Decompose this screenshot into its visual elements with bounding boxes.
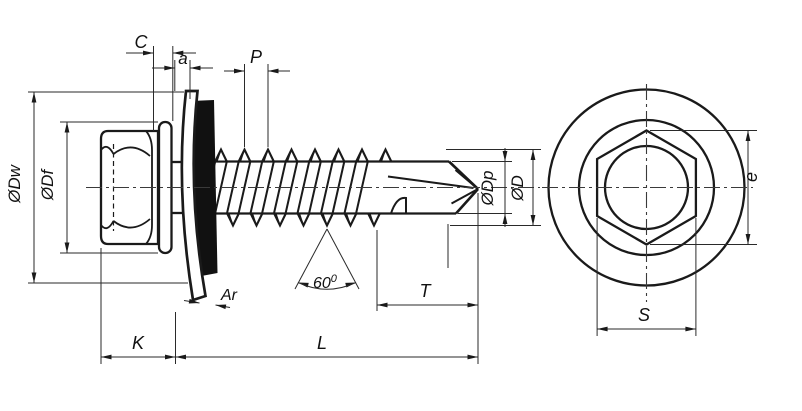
angle-sup: 0 — [331, 273, 338, 285]
hex-head-facet-arc — [112, 218, 151, 229]
dim-label-d: ØD — [508, 175, 527, 202]
dim-label-l: L — [317, 333, 327, 353]
dim-label-e: e — [741, 172, 761, 182]
hex-head-side — [99, 129, 160, 246]
extension-and-dimension-lines — [28, 46, 757, 364]
hex-head-facet-arc — [112, 146, 151, 157]
drill-point — [387, 160, 479, 215]
drill-tip-lower-edge — [455, 188, 479, 215]
dim-label-k: K — [132, 333, 145, 353]
drill-relief-curve — [390, 196, 407, 214]
angle-leg — [294, 228, 328, 290]
side-view — [99, 89, 479, 302]
dim-label-c: C — [135, 32, 149, 52]
drill-tip-lower-lip — [451, 188, 479, 205]
thread-angle-callout — [294, 228, 360, 290]
hex-outline — [595, 129, 698, 246]
dimension-annotations: C a P K L T S Ar ØDw ØDf ØDp ØD e 600 — [5, 32, 761, 364]
angle-value: 60 — [313, 275, 331, 292]
angle-leg — [326, 228, 360, 290]
angle-arc — [297, 282, 357, 290]
hex-head-facet-arc — [100, 220, 115, 230]
dim-label-t: T — [420, 281, 433, 301]
centerlines — [86, 84, 753, 302]
dim-label-dp: ØDp — [478, 171, 497, 207]
dim-label-ar: Ar — [220, 287, 238, 304]
drill-tip-upper-lip — [454, 169, 479, 190]
hex-head-facet-arc — [100, 145, 115, 155]
dim-label-df: ØDf — [38, 168, 57, 202]
dim-label-p: P — [250, 47, 262, 67]
dim-label-s: S — [638, 305, 650, 325]
dim-label-dw: ØDw — [5, 163, 24, 204]
dim-label-angle: 600 — [313, 273, 338, 292]
dim-label-a: a — [178, 49, 187, 68]
drill-flute-line — [387, 175, 474, 190]
metal-washer — [180, 89, 208, 302]
